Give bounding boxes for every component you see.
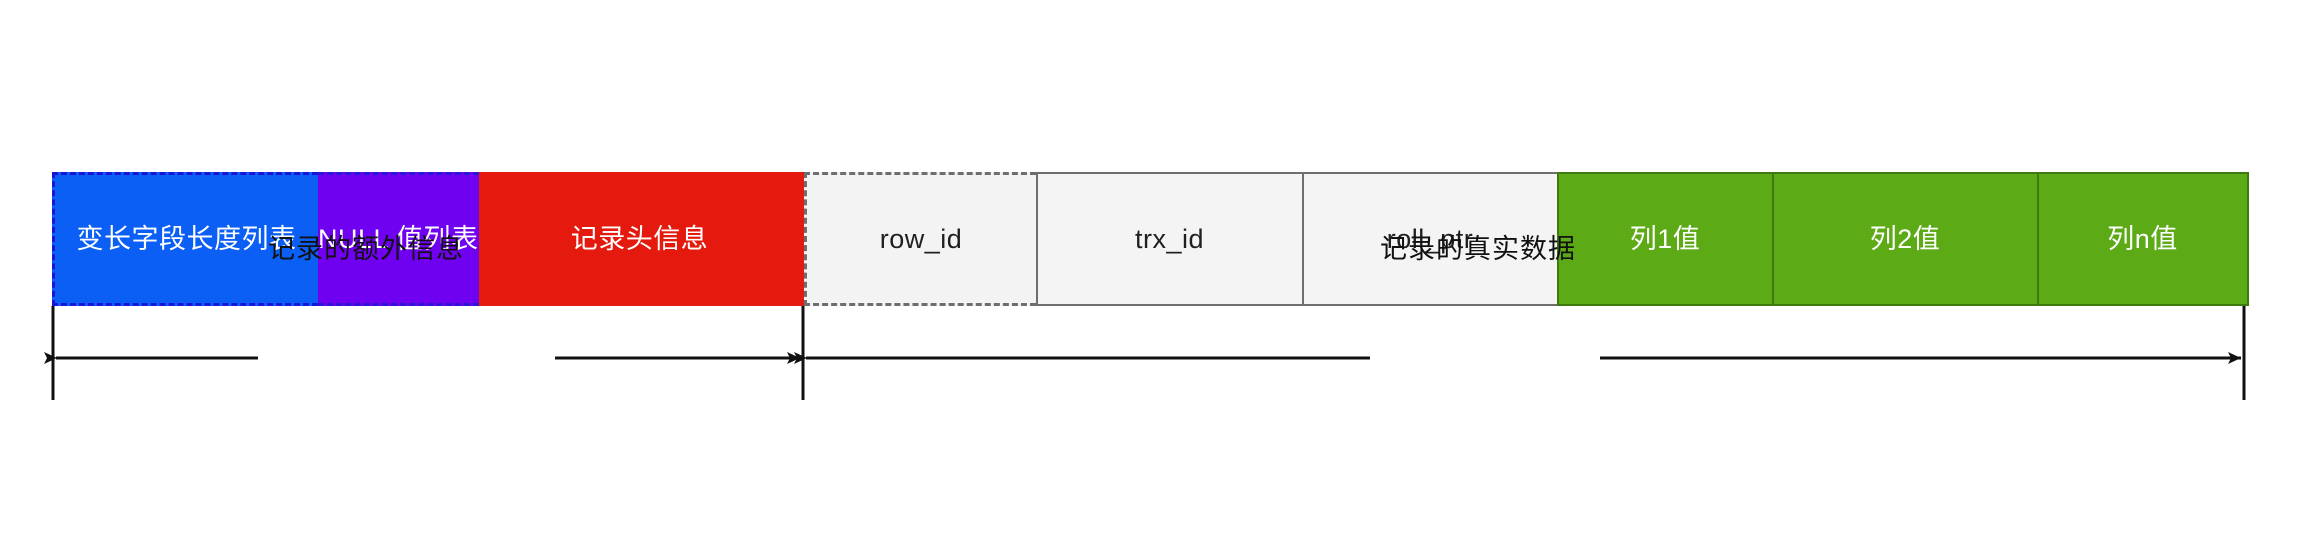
cell-record-header-info: 记录头信息 <box>478 172 804 306</box>
cell-label: 列1值 <box>1629 223 1701 254</box>
cell-null-value-list: NULL 值列表 <box>318 172 479 306</box>
cell-label: NULL 值列表 <box>318 223 479 254</box>
cell-label: row_id <box>879 223 963 254</box>
cell-column-1-value: 列1值 <box>1556 172 1772 306</box>
cell-label: 列n值 <box>2107 223 2178 254</box>
cell-label: 列2值 <box>1869 223 1941 254</box>
record-row: 变长字段长度列表 NULL 值列表 记录头信息 row_id trx_id ro… <box>52 172 2249 306</box>
cell-column-n-value: 列n值 <box>2036 172 2249 306</box>
annotation-label-extra-info: 记录的额外信息 <box>268 234 464 264</box>
cell-label: 变长字段长度列表 <box>76 223 297 254</box>
cell-row-id: row_id <box>803 172 1036 306</box>
cell-roll-ptr: roll_ptr <box>1301 172 1557 306</box>
cell-label: roll_ptr <box>1386 223 1474 254</box>
cell-column-2-value: 列2值 <box>1771 172 2037 306</box>
cell-varlen-field-length-list: 变长字段长度列表 <box>52 172 318 306</box>
cell-label: 记录头信息 <box>570 223 709 254</box>
cell-trx-id: trx_id <box>1035 172 1302 306</box>
annotation-label-real-data: 记录的真实数据 <box>1380 234 1576 264</box>
cell-label: trx_id <box>1135 223 1205 254</box>
